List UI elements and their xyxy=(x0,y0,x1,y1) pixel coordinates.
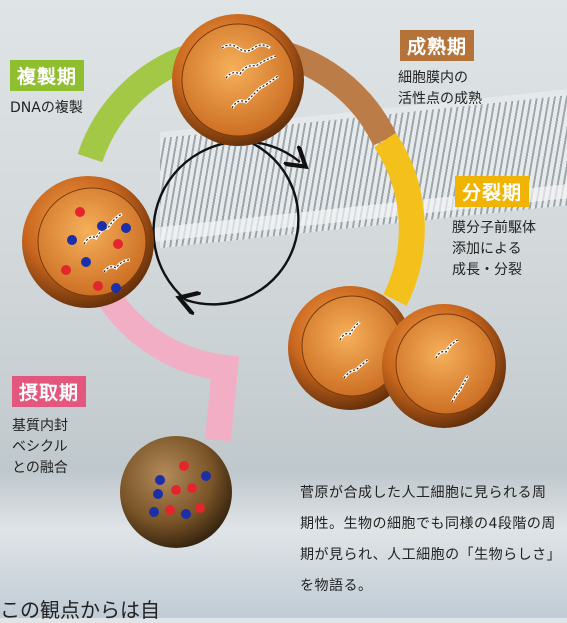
phase-title-maturation-text: 成熟期 xyxy=(407,36,468,58)
phase-desc-division: 膜分子前駆体 添加による 成長・分裂 xyxy=(452,220,536,278)
phase-desc-replication: DNAの複製 xyxy=(10,100,83,116)
body-text-fragment: この観点からは自 xyxy=(0,598,160,622)
ring-segment-division xyxy=(374,132,425,306)
phase-desc-maturation: 細胞膜内の 活性点の成熟 xyxy=(398,70,482,107)
cell-division-right xyxy=(382,304,506,428)
phase-title-maturation: 成熟期 xyxy=(400,30,475,61)
cell-replication xyxy=(22,176,154,308)
phase-title-replication-text: 複製期 xyxy=(17,66,78,88)
phase-title-ingestion-text: 摂取期 xyxy=(19,382,80,404)
cycle-arrow-arc xyxy=(152,140,300,301)
cycle-arrow xyxy=(186,136,300,304)
phase-title-replication: 複製期 xyxy=(10,60,85,91)
figure-caption: 菅原が合成した人工細胞に見られる周期性。生物の細胞でも同様の4段階の周期が見られ… xyxy=(300,485,556,594)
phase-title-division: 分裂期 xyxy=(455,176,530,207)
cell-maturation xyxy=(172,14,304,146)
phase-title-division-text: 分裂期 xyxy=(462,182,523,204)
vesicle-ingestion xyxy=(120,436,232,548)
phase-desc-ingestion: 基質内封 ベシクル との融合 xyxy=(12,418,68,476)
phase-title-ingestion: 摂取期 xyxy=(12,376,87,407)
background-glow xyxy=(0,470,567,618)
